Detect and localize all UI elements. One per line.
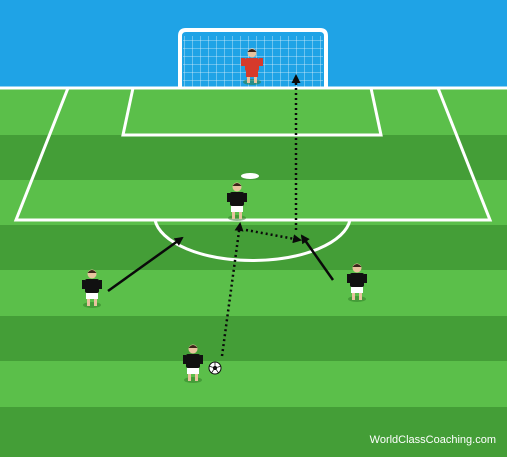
- pass-arrow-to-right: [245, 228, 302, 244]
- penalty-arc: [153, 219, 352, 262]
- pass-arrow-to-center: [220, 222, 244, 357]
- six-yard-box: [121, 87, 383, 137]
- run-arrow-left: [107, 236, 184, 293]
- grass-stripes: [0, 88, 507, 457]
- run-arrow-right: [300, 234, 335, 281]
- right-attacker-player-icon: [347, 263, 367, 302]
- ball-carrier-player-icon: [183, 344, 203, 383]
- central-attacker-player-icon: [227, 182, 247, 221]
- watermark-text: WorldClassCoaching.com: [370, 434, 496, 446]
- movement-arrows: [107, 74, 335, 357]
- left-attacker-player-icon: [82, 269, 102, 308]
- penalty-spot: [241, 173, 259, 179]
- goalkeeper-player-icon: [241, 48, 263, 85]
- soccer-ball-icon: [208, 361, 222, 375]
- penalty-box: [13, 87, 493, 222]
